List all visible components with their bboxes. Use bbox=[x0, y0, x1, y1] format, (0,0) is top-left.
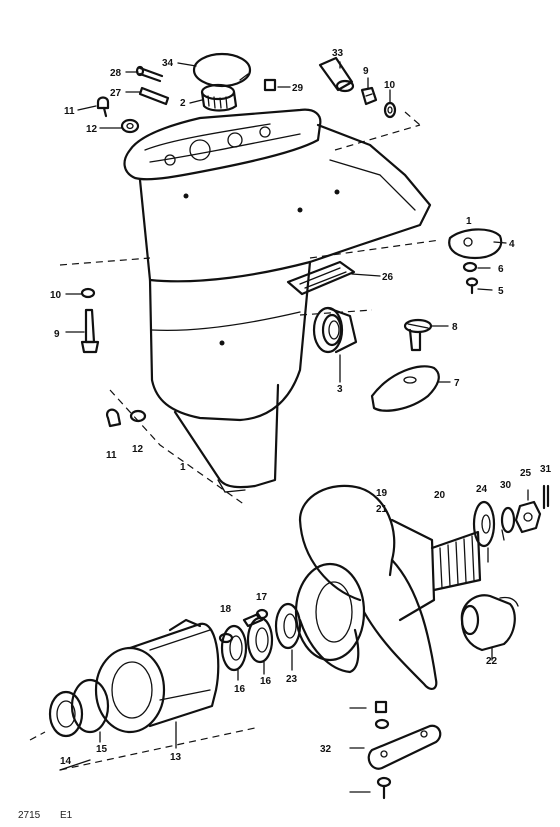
callout-1b: 1 bbox=[180, 462, 186, 473]
callout-20: 20 bbox=[434, 490, 446, 501]
callout-10b: 10 bbox=[50, 290, 62, 301]
callout-4: 4 bbox=[509, 239, 515, 250]
washer bbox=[129, 409, 147, 423]
water-intake-plate bbox=[286, 260, 356, 296]
callout-23: 23 bbox=[286, 674, 298, 685]
callout-22: 22 bbox=[486, 656, 498, 667]
callout-18: 18 bbox=[220, 604, 232, 615]
gear-case-housing bbox=[123, 108, 432, 493]
cotter-pin bbox=[542, 484, 550, 510]
callout-9b: 9 bbox=[54, 329, 60, 340]
callout-26: 26 bbox=[382, 272, 394, 283]
callout-28: 28 bbox=[110, 68, 122, 79]
leader-lines bbox=[65, 61, 529, 793]
oil-seal bbox=[312, 306, 358, 354]
seal bbox=[274, 602, 302, 650]
callout-24: 24 bbox=[476, 484, 488, 495]
callout-30: 30 bbox=[500, 480, 512, 491]
screw bbox=[376, 776, 392, 800]
callout-11b: 11 bbox=[106, 450, 117, 461]
o-ring bbox=[70, 678, 110, 734]
sheet-id: E1 bbox=[60, 810, 73, 821]
propeller-nut bbox=[514, 500, 542, 534]
bolt bbox=[242, 608, 269, 628]
callout-16a: 16 bbox=[234, 684, 246, 695]
washer bbox=[218, 632, 234, 644]
diagram-code: 2715 bbox=[18, 810, 41, 821]
dowel-pin bbox=[318, 56, 355, 93]
splined-bushing bbox=[430, 530, 482, 592]
trim-tab bbox=[370, 365, 440, 412]
thrust-washer bbox=[472, 500, 496, 548]
callout-15: 15 bbox=[96, 744, 108, 755]
callout-5: 5 bbox=[498, 286, 504, 297]
callout-10: 10 bbox=[384, 80, 396, 91]
anode-cover bbox=[448, 228, 503, 260]
bearing bbox=[220, 624, 248, 672]
oil-seal bbox=[48, 690, 84, 738]
callout-3: 3 bbox=[337, 384, 343, 395]
callout-13: 13 bbox=[170, 752, 182, 763]
shaft-coupling bbox=[460, 594, 519, 652]
key bbox=[138, 86, 170, 106]
callout-25: 25 bbox=[520, 468, 532, 479]
callout-34: 34 bbox=[162, 58, 174, 69]
callout-2: 2 bbox=[180, 98, 186, 109]
callout-8: 8 bbox=[452, 322, 458, 333]
callout-12: 12 bbox=[86, 124, 98, 135]
callout-21: 21 bbox=[376, 504, 388, 515]
screw bbox=[403, 318, 433, 352]
callout-31: 31 bbox=[540, 464, 552, 475]
callout-12b: 12 bbox=[132, 444, 144, 455]
callout-7: 7 bbox=[454, 378, 460, 389]
bearing-housing bbox=[94, 618, 220, 734]
callout-32: 32 bbox=[320, 744, 332, 755]
callout-14: 14 bbox=[60, 756, 72, 767]
small-pin bbox=[263, 78, 277, 92]
washer bbox=[374, 718, 390, 730]
callout-29: 29 bbox=[292, 83, 304, 94]
screw bbox=[465, 277, 479, 295]
screw bbox=[106, 408, 122, 428]
callout-11: 11 bbox=[64, 106, 75, 117]
callout-27: 27 bbox=[110, 88, 122, 99]
needle-bearing bbox=[200, 83, 238, 112]
callout-16b: 16 bbox=[260, 676, 272, 687]
washer bbox=[500, 506, 516, 534]
washer bbox=[80, 287, 96, 299]
washer bbox=[120, 118, 140, 134]
callout-6: 6 bbox=[498, 264, 504, 275]
callout-labels: 34 28 27 2 11 12 29 33 9 10 1 4 6 5 26 8… bbox=[50, 48, 552, 767]
washer bbox=[383, 101, 397, 119]
callout-19: 19 bbox=[376, 488, 388, 499]
screw bbox=[96, 96, 110, 118]
bolt bbox=[80, 308, 100, 354]
washer bbox=[462, 261, 478, 273]
bolt bbox=[360, 86, 378, 106]
circlip bbox=[192, 52, 252, 88]
callout-9: 9 bbox=[363, 66, 369, 77]
callout-33: 33 bbox=[332, 48, 344, 59]
callout-17: 17 bbox=[256, 592, 268, 603]
callout-1: 1 bbox=[466, 216, 472, 227]
pin bbox=[135, 65, 164, 83]
bolt bbox=[374, 700, 388, 714]
reference-lines bbox=[29, 111, 441, 771]
anode-plate bbox=[367, 724, 442, 770]
propeller bbox=[294, 484, 438, 690]
